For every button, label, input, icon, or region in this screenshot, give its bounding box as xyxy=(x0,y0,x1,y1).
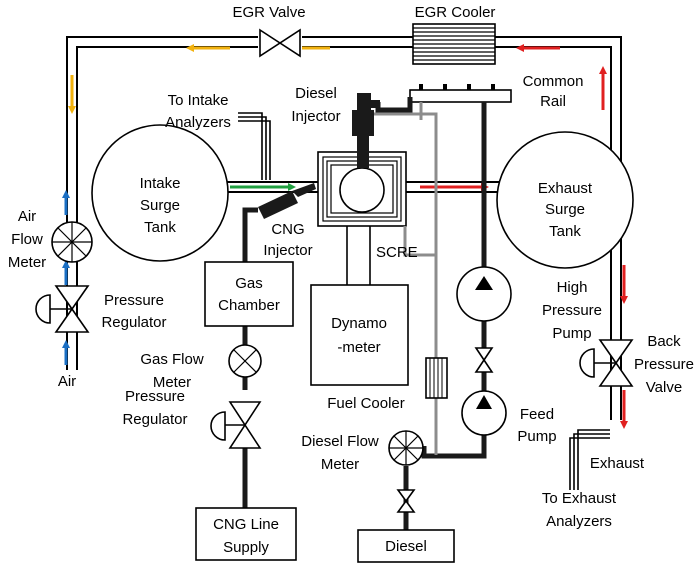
cng-line xyxy=(242,207,258,262)
intake-analyzers-label-2: Analyzers xyxy=(165,114,231,131)
diesel-tank-label: Diesel xyxy=(385,538,427,555)
egr-cooler-label: EGR Cooler xyxy=(415,4,496,21)
exhaust-tank-label-2: Surge xyxy=(545,201,585,218)
air-flow-meter-label-3: Meter xyxy=(8,254,46,271)
back-pressure-valve-label-2: Pressure xyxy=(634,356,694,373)
diesel-flow-meter-icon xyxy=(388,430,424,466)
feed-pump-icon xyxy=(461,390,507,436)
gas-flow-meter-label-2: Meter xyxy=(153,374,191,391)
gas-chamber-label-2: Chamber xyxy=(218,297,280,314)
gas-flow-meter-label-1: Gas Flow xyxy=(140,351,204,368)
cng-supply-box xyxy=(195,507,297,561)
diesel-injector-label-1: Diesel xyxy=(295,85,337,102)
exhaust-analyzers-label-2: Analyzers xyxy=(546,513,612,530)
exhaust-outlet-label: Exhaust xyxy=(590,455,645,472)
exhaust-surge-tank xyxy=(496,131,634,269)
intake-tank-label-2: Surge xyxy=(140,197,180,214)
common-rail-label-2: Rail xyxy=(540,93,566,110)
feed-pump-label-2: Pump xyxy=(517,428,556,445)
hp-pump-label-3: Pump xyxy=(552,325,591,342)
diesel-flow-meter-label-2: Meter xyxy=(321,456,359,473)
diesel-tank-box xyxy=(357,529,455,563)
cng-injector-label-1: CNG xyxy=(271,221,304,238)
hp-pump-label-1: High xyxy=(557,279,588,296)
feed-pump-label-1: Feed xyxy=(520,406,554,423)
hp-pump-label-2: Pressure xyxy=(542,302,602,319)
high-pressure-pump-icon xyxy=(456,266,512,322)
air-pressure-regulator-label-1: Pressure xyxy=(104,292,164,309)
egr-valve-icon xyxy=(258,28,302,58)
air-pressure-regulator-icon xyxy=(35,285,90,333)
intake-tank-label-1: Intake xyxy=(140,175,181,192)
egr-valve-label: EGR Valve xyxy=(232,4,305,21)
diesel-injector-label-2: Injector xyxy=(291,108,340,125)
cng-injector-label-2: Injector xyxy=(263,242,312,259)
air-inlet-label: Air xyxy=(58,373,76,390)
diesel-injector-icon xyxy=(352,93,380,168)
common-rail-icon xyxy=(409,84,512,103)
intake-analyzers-label-1: To Intake xyxy=(168,92,229,109)
diesel-flow-meter-label-1: Diesel Flow xyxy=(301,433,379,450)
exhaust-analyzers-label-1: To Exhaust xyxy=(542,490,617,507)
back-pressure-valve-label-1: Back xyxy=(647,333,681,350)
back-pressure-valve-icon xyxy=(579,339,634,387)
gas-pressure-regulator-icon xyxy=(210,401,262,449)
cng-supply-label-2: Supply xyxy=(223,539,269,556)
diesel-tank-valve-icon xyxy=(396,489,416,513)
gas-pressure-regulator-label-1: Pressure xyxy=(125,388,185,405)
fuel-cooler-label: Fuel Cooler xyxy=(327,395,405,412)
diesel-feed-line xyxy=(421,434,487,459)
air-flow-meter-label-2: Flow xyxy=(11,231,43,248)
scre-engine-icon xyxy=(317,151,407,227)
common-rail-label-1: Common xyxy=(523,73,584,90)
cng-supply-label-1: CNG Line xyxy=(213,516,279,533)
back-pressure-valve-label-3: Valve xyxy=(646,379,682,396)
exhaust-analyzer-line xyxy=(569,429,610,490)
dynamometer-label-1: Dynamo xyxy=(331,315,387,332)
intake-tank-label-3: Tank xyxy=(144,219,176,236)
diesel-return-line xyxy=(403,226,436,257)
diesel-return-line xyxy=(374,112,438,455)
scre-label: SCRE xyxy=(376,244,418,261)
gas-flow-meter-icon xyxy=(228,344,262,378)
intake-analyzer-line xyxy=(238,112,271,180)
intake-surge-tank xyxy=(91,124,229,262)
air-pressure-regulator-label-2: Regulator xyxy=(101,314,166,331)
diesel-supply-line xyxy=(375,97,413,113)
gas-chamber-box xyxy=(204,261,294,327)
fuel-cooler-icon xyxy=(425,357,448,399)
diesel-valve-icon xyxy=(474,347,494,373)
air-flow-meter-label-1: Air xyxy=(18,208,36,225)
engine-shaft xyxy=(346,226,371,286)
cng-injector-icon xyxy=(258,183,316,219)
exhaust-tank-label-3: Tank xyxy=(549,223,581,240)
gas-chamber-label-1: Gas xyxy=(235,275,263,292)
dynamometer-label-2: -meter xyxy=(337,339,380,356)
air-flow-meter-icon xyxy=(51,221,93,263)
dynamometer-box xyxy=(310,284,409,386)
egr-cooler-icon xyxy=(412,23,496,65)
gas-pressure-regulator-label-2: Regulator xyxy=(122,411,187,428)
exhaust-tank-label-1: Exhaust xyxy=(538,180,593,197)
